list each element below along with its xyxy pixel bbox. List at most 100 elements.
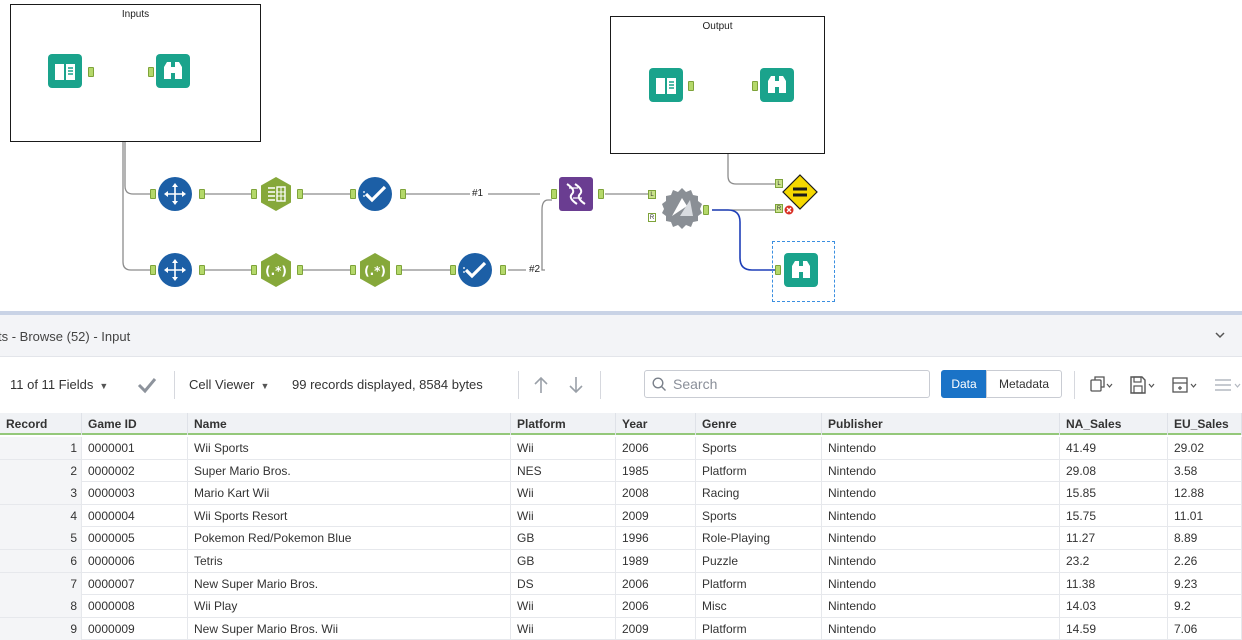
join-tool-out-anchor[interactable]: [703, 205, 709, 215]
cell-eu-sales[interactable]: 9.23: [1168, 572, 1242, 595]
copy-icon[interactable]: [1088, 375, 1114, 395]
cell-genre[interactable]: Role-Playing: [696, 527, 822, 550]
regex-tool-2[interactable]: (.*): [357, 252, 393, 288]
cell-name[interactable]: Mario Kart Wii: [188, 482, 511, 505]
cell-publisher[interactable]: Nintendo: [822, 527, 1060, 550]
cell-name[interactable]: Tetris: [188, 550, 511, 572]
cell-na-sales[interactable]: 11.27: [1060, 527, 1168, 550]
cell-game-id[interactable]: 0000004: [82, 504, 188, 527]
column-header-name[interactable]: Name: [188, 413, 511, 435]
column-header-platform[interactable]: Platform: [511, 413, 616, 435]
arrow-up-icon[interactable]: [532, 375, 550, 395]
output-input-anchor[interactable]: [688, 81, 694, 91]
check-tool-2-out-anchor[interactable]: [500, 265, 506, 275]
regex-tool-1[interactable]: (.*): [258, 252, 294, 288]
cell-game-id[interactable]: 0000007: [82, 572, 188, 595]
cell-record[interactable]: 2: [0, 459, 82, 482]
cell-genre[interactable]: Puzzle: [696, 550, 822, 572]
workflow-canvas[interactable]: Inputs Output #1: [0, 0, 1242, 312]
fields-dropdown[interactable]: 11 of 11 Fields▼: [10, 377, 108, 392]
selected-browse-tool[interactable]: [783, 252, 819, 288]
cell-eu-sales[interactable]: 12.88: [1168, 482, 1242, 505]
regex-tool-1-out-anchor[interactable]: [297, 265, 303, 275]
cell-genre[interactable]: Platform: [696, 459, 822, 482]
menu-icon[interactable]: [1212, 375, 1242, 395]
cell-platform[interactable]: Wii: [511, 504, 616, 527]
cell-eu-sales[interactable]: 3.58: [1168, 459, 1242, 482]
column-header-year[interactable]: Year: [616, 413, 696, 435]
cell-platform[interactable]: Wii: [511, 617, 616, 640]
data-view-button[interactable]: Data: [941, 370, 987, 398]
input-tool-anchor[interactable]: [88, 67, 94, 77]
cell-year[interactable]: 1985: [616, 459, 696, 482]
column-header-eu-sales[interactable]: EU_Sales: [1168, 413, 1242, 435]
cell-eu-sales[interactable]: 9.2: [1168, 595, 1242, 618]
join-left-anchor[interactable]: L: [648, 190, 656, 199]
column-header-game-id[interactable]: Game ID: [82, 413, 188, 435]
check-tool-1-out-anchor[interactable]: [400, 189, 406, 199]
cell-year[interactable]: 1996: [616, 527, 696, 550]
column-header-genre[interactable]: Genre: [696, 413, 822, 435]
cell-viewer-dropdown[interactable]: Cell Viewer▼: [189, 377, 269, 392]
test-left-anchor[interactable]: L: [775, 179, 783, 188]
cell-genre[interactable]: Sports: [696, 504, 822, 527]
select-tool-2-in-anchor[interactable]: [150, 265, 156, 275]
metadata-view-button[interactable]: Metadata: [986, 370, 1062, 398]
cell-name[interactable]: New Super Mario Bros. Wii: [188, 617, 511, 640]
cell-record[interactable]: 1: [0, 437, 82, 459]
cell-platform[interactable]: DS: [511, 572, 616, 595]
browse-tool-anchor[interactable]: [148, 67, 154, 77]
cell-platform[interactable]: Wii: [511, 482, 616, 505]
check-tool-1[interactable]: [357, 176, 393, 212]
cell-year[interactable]: 2009: [616, 504, 696, 527]
cell-game-id[interactable]: 0000003: [82, 482, 188, 505]
check-tool-2[interactable]: [457, 252, 493, 288]
cell-game-id[interactable]: 0000002: [82, 459, 188, 482]
union-tool[interactable]: [558, 176, 594, 212]
regex-tool-2-in-anchor[interactable]: [350, 265, 356, 275]
output-browse-tool[interactable]: [759, 67, 795, 103]
cell-platform[interactable]: GB: [511, 527, 616, 550]
cell-platform[interactable]: Wii: [511, 595, 616, 618]
cell-genre[interactable]: Sports: [696, 437, 822, 459]
cell-name[interactable]: Super Mario Bros.: [188, 459, 511, 482]
cell-platform[interactable]: GB: [511, 550, 616, 572]
add-table-icon[interactable]: [1170, 375, 1198, 395]
cell-eu-sales[interactable]: 29.02: [1168, 437, 1242, 459]
cell-platform[interactable]: NES: [511, 459, 616, 482]
cell-na-sales[interactable]: 14.59: [1060, 617, 1168, 640]
cell-name[interactable]: Wii Sports Resort: [188, 504, 511, 527]
table-tool-out-anchor[interactable]: [297, 189, 303, 199]
cell-record[interactable]: 3: [0, 482, 82, 505]
select-tool-2[interactable]: [157, 252, 193, 288]
cell-record[interactable]: 5: [0, 527, 82, 550]
union-tool-out-anchor[interactable]: [598, 189, 604, 199]
arrow-down-icon[interactable]: [567, 375, 585, 395]
cell-publisher[interactable]: Nintendo: [822, 459, 1060, 482]
checkmark-icon[interactable]: [136, 376, 158, 394]
cell-publisher[interactable]: Nintendo: [822, 550, 1060, 572]
cell-year[interactable]: 2009: [616, 617, 696, 640]
cell-game-id[interactable]: 0000006: [82, 550, 188, 572]
browse-tool[interactable]: [155, 53, 191, 89]
select-tool-1[interactable]: [157, 176, 193, 212]
column-header-na-sales[interactable]: NA_Sales: [1060, 413, 1168, 435]
join-tool[interactable]: [660, 186, 704, 230]
cell-record[interactable]: 9: [0, 617, 82, 640]
cell-publisher[interactable]: Nintendo: [822, 437, 1060, 459]
select-tool-1-in-anchor[interactable]: [150, 189, 156, 199]
output-input-data-tool[interactable]: [648, 67, 684, 103]
cell-na-sales[interactable]: 15.85: [1060, 482, 1168, 505]
cell-publisher[interactable]: Nintendo: [822, 504, 1060, 527]
cell-eu-sales[interactable]: 8.89: [1168, 527, 1242, 550]
cell-publisher[interactable]: Nintendo: [822, 617, 1060, 640]
test-right-anchor[interactable]: R: [775, 204, 783, 213]
cell-na-sales[interactable]: 11.38: [1060, 572, 1168, 595]
